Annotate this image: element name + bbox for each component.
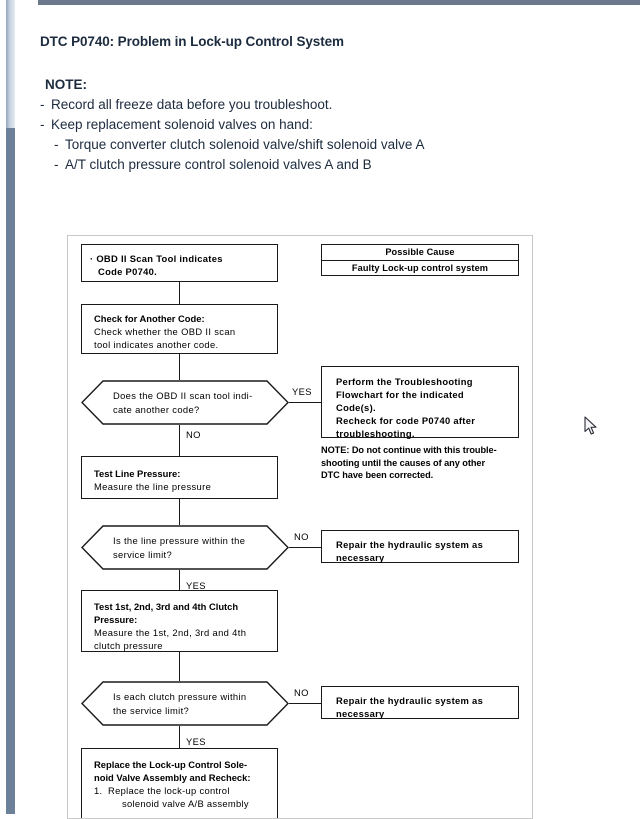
note-block: NOTE: -Record all freeze data before you… <box>40 75 600 175</box>
start-box-line2: Code P0740. <box>98 266 158 277</box>
action-repair-hydraulic-2: Repair the hydraulic system as necessary <box>321 686 519 719</box>
test-line-pressure-line1: Measure the line pressure <box>94 481 212 492</box>
decision-line-pressure: Is the line pressure within the service … <box>81 525 289 570</box>
note-item-2-text: Keep replacement solenoid valves on hand… <box>51 117 313 132</box>
decision-another-code-line2: cate another code? <box>113 403 200 415</box>
document-page: DTC P0740: Problem in Lock-up Control Sy… <box>38 5 640 819</box>
decision-line-pressure-text: Is the line pressure within the service … <box>113 534 253 561</box>
perform-flowchart-line2: Flowchart for the indicated <box>336 389 464 400</box>
replace-solenoid-item-1-cont: solenoid valve A/B assembly <box>94 797 267 810</box>
connector-no-1-vertical <box>179 425 181 456</box>
decision-another-code: Does the OBD II scan tool indi- cate ano… <box>81 380 289 425</box>
connector-no-2-horizontal <box>289 547 321 549</box>
test-clutch-line1: Measure the 1st, 2nd, 3rd and 4th <box>94 627 247 638</box>
vertical-scrollbar-thumb[interactable] <box>6 0 15 128</box>
replace-solenoid-item-1: 1. Replace the lock-up control <box>94 784 267 797</box>
connector-lp-to-decision <box>179 499 181 525</box>
decision-clutch-pressure-line2: the service limit? <box>113 704 190 716</box>
decision-clutch-pressure-text: Is each clutch pressure within the servi… <box>113 690 253 717</box>
connector-clutch-to-decision <box>179 652 181 681</box>
branch-label-no-1: NO <box>186 429 201 440</box>
decision-clutch-pressure: Is each clutch pressure within the servi… <box>81 681 289 726</box>
step-check-another-code: Check for Another Code: Check whether th… <box>81 304 278 354</box>
replace-solenoid-item-number: 1. <box>94 785 103 796</box>
repair-hydraulic-2-line1: Repair the hydraulic system as <box>336 695 484 706</box>
check-code-line1: Check whether the OBD II scan <box>94 326 236 337</box>
perform-flowchart-line3: Code(s). <box>336 402 376 413</box>
action-perform-flowchart: Perform the Troubleshooting Flowchart fo… <box>321 366 519 439</box>
check-code-line2: tool indicates another code. <box>94 339 219 350</box>
possible-cause-header: Possible Cause <box>322 245 518 261</box>
flowchart-note-line2: shooting until the causes of any other <box>321 457 486 468</box>
possible-cause-value: Faulty Lock-up control system <box>351 263 489 273</box>
step-replace-solenoid: Replace the Lock-up Control Sole- noid V… <box>81 748 278 818</box>
decision-line-pressure-line1: Is the line pressure within the <box>113 535 246 546</box>
branch-label-yes-2: YES <box>186 580 206 591</box>
start-box-line1-text: OBD II Scan Tool indicates <box>96 253 223 264</box>
branch-label-yes-3: YES <box>186 736 206 747</box>
repair-hydraulic-1-line1: Repair the hydraulic system as <box>336 539 484 550</box>
note-item-1-text: Record all freeze data before you troubl… <box>51 97 333 112</box>
action-repair-hydraulic-1: Repair the hydraulic system as necessary <box>321 530 519 563</box>
flowchart-figure: Possible Cause Faulty Lock-up control sy… <box>67 235 533 819</box>
note-item-4: -A/T clutch pressure control solenoid va… <box>54 155 600 175</box>
check-code-header: Check for Another Code: <box>94 313 205 324</box>
replace-solenoid-item-line1: Replace the lock-up control <box>108 785 230 796</box>
connector-start-to-check <box>179 282 181 304</box>
hexagon-shape <box>81 525 289 570</box>
connector-no-3-horizontal <box>289 703 321 705</box>
top-toolbar-bar <box>38 0 640 5</box>
page-title: DTC P0740: Problem in Lock-up Control Sy… <box>40 34 344 49</box>
note-item-1: -Record all freeze data before you troub… <box>40 95 600 115</box>
decision-clutch-pressure-line1: Is each clutch pressure within <box>113 691 247 702</box>
connector-check-to-decision <box>179 354 181 380</box>
bullet-dash: - <box>40 117 45 132</box>
flowchart-note-line1: NOTE: Do not continue with this trouble- <box>321 445 497 455</box>
replace-solenoid-header2: noid Valve Assembly and Recheck: <box>94 772 251 783</box>
replace-solenoid-item-line2: solenoid valve A/B assembly <box>122 798 249 809</box>
flowchart-note-line3: DTC have been corrected. <box>321 470 434 481</box>
possible-cause-table: Possible Cause Faulty Lock-up control sy… <box>321 244 519 276</box>
replace-solenoid-header1: Replace the Lock-up Control Sole- <box>94 759 248 770</box>
decision-another-code-line1: Does the OBD II scan tool indi- <box>113 390 253 401</box>
bullet-dash: - <box>40 97 45 112</box>
window-gutter <box>15 0 38 814</box>
note-label: NOTE: <box>45 77 87 92</box>
step-test-line-pressure: Test Line Pressure: Measure the line pre… <box>81 456 278 499</box>
perform-flowchart-line4: Recheck for code P0740 after <box>336 415 476 426</box>
flowchart-note: NOTE: Do not continue with this trouble-… <box>321 444 531 482</box>
branch-label-no-2: NO <box>294 531 309 542</box>
bullet-dot: · <box>90 253 94 264</box>
hexagon-shape <box>81 681 289 726</box>
hexagon-shape <box>81 380 289 425</box>
note-item-3-text: Torque converter clutch solenoid valve/s… <box>65 137 425 152</box>
vertical-scrollbar-track[interactable] <box>6 0 15 814</box>
start-box-line1: · OBD II Scan Tool indicates <box>90 252 267 265</box>
connector-yes-1-horizontal <box>289 402 321 404</box>
start-box: · OBD II Scan Tool indicates Code P0740. <box>81 244 278 282</box>
note-item-4-text: A/T clutch pressure control solenoid val… <box>65 157 372 172</box>
perform-flowchart-line5: troubleshooting. <box>336 428 415 439</box>
window-left-gutter <box>0 0 6 814</box>
decision-line-pressure-line2: service limit? <box>113 548 173 560</box>
note-item-3: -Torque converter clutch solenoid valve/… <box>54 135 600 155</box>
bullet-dash: - <box>54 157 59 172</box>
perform-flowchart-line1: Perform the Troubleshooting <box>336 376 473 387</box>
step-test-clutch-pressure: Test 1st, 2nd, 3rd and 4th Clutch Pressu… <box>81 590 278 652</box>
test-line-pressure-header: Test Line Pressure: <box>94 468 181 479</box>
branch-label-yes-1: YES <box>292 386 312 397</box>
decision-another-code-text: Does the OBD II scan tool indi- cate ano… <box>113 389 253 416</box>
test-clutch-line2: clutch pressure <box>94 640 163 651</box>
branch-label-no-3: NO <box>294 687 309 698</box>
connector-yes-3-vertical <box>179 726 181 766</box>
repair-hydraulic-1-line2: necessary <box>336 552 385 563</box>
repair-hydraulic-2-line2: necessary <box>336 708 385 719</box>
note-item-2: -Keep replacement solenoid valves on han… <box>40 115 600 135</box>
test-clutch-header2: Pressure: <box>94 614 138 625</box>
bullet-dash: - <box>54 137 59 152</box>
test-clutch-header1: Test 1st, 2nd, 3rd and 4th Clutch <box>94 601 239 612</box>
